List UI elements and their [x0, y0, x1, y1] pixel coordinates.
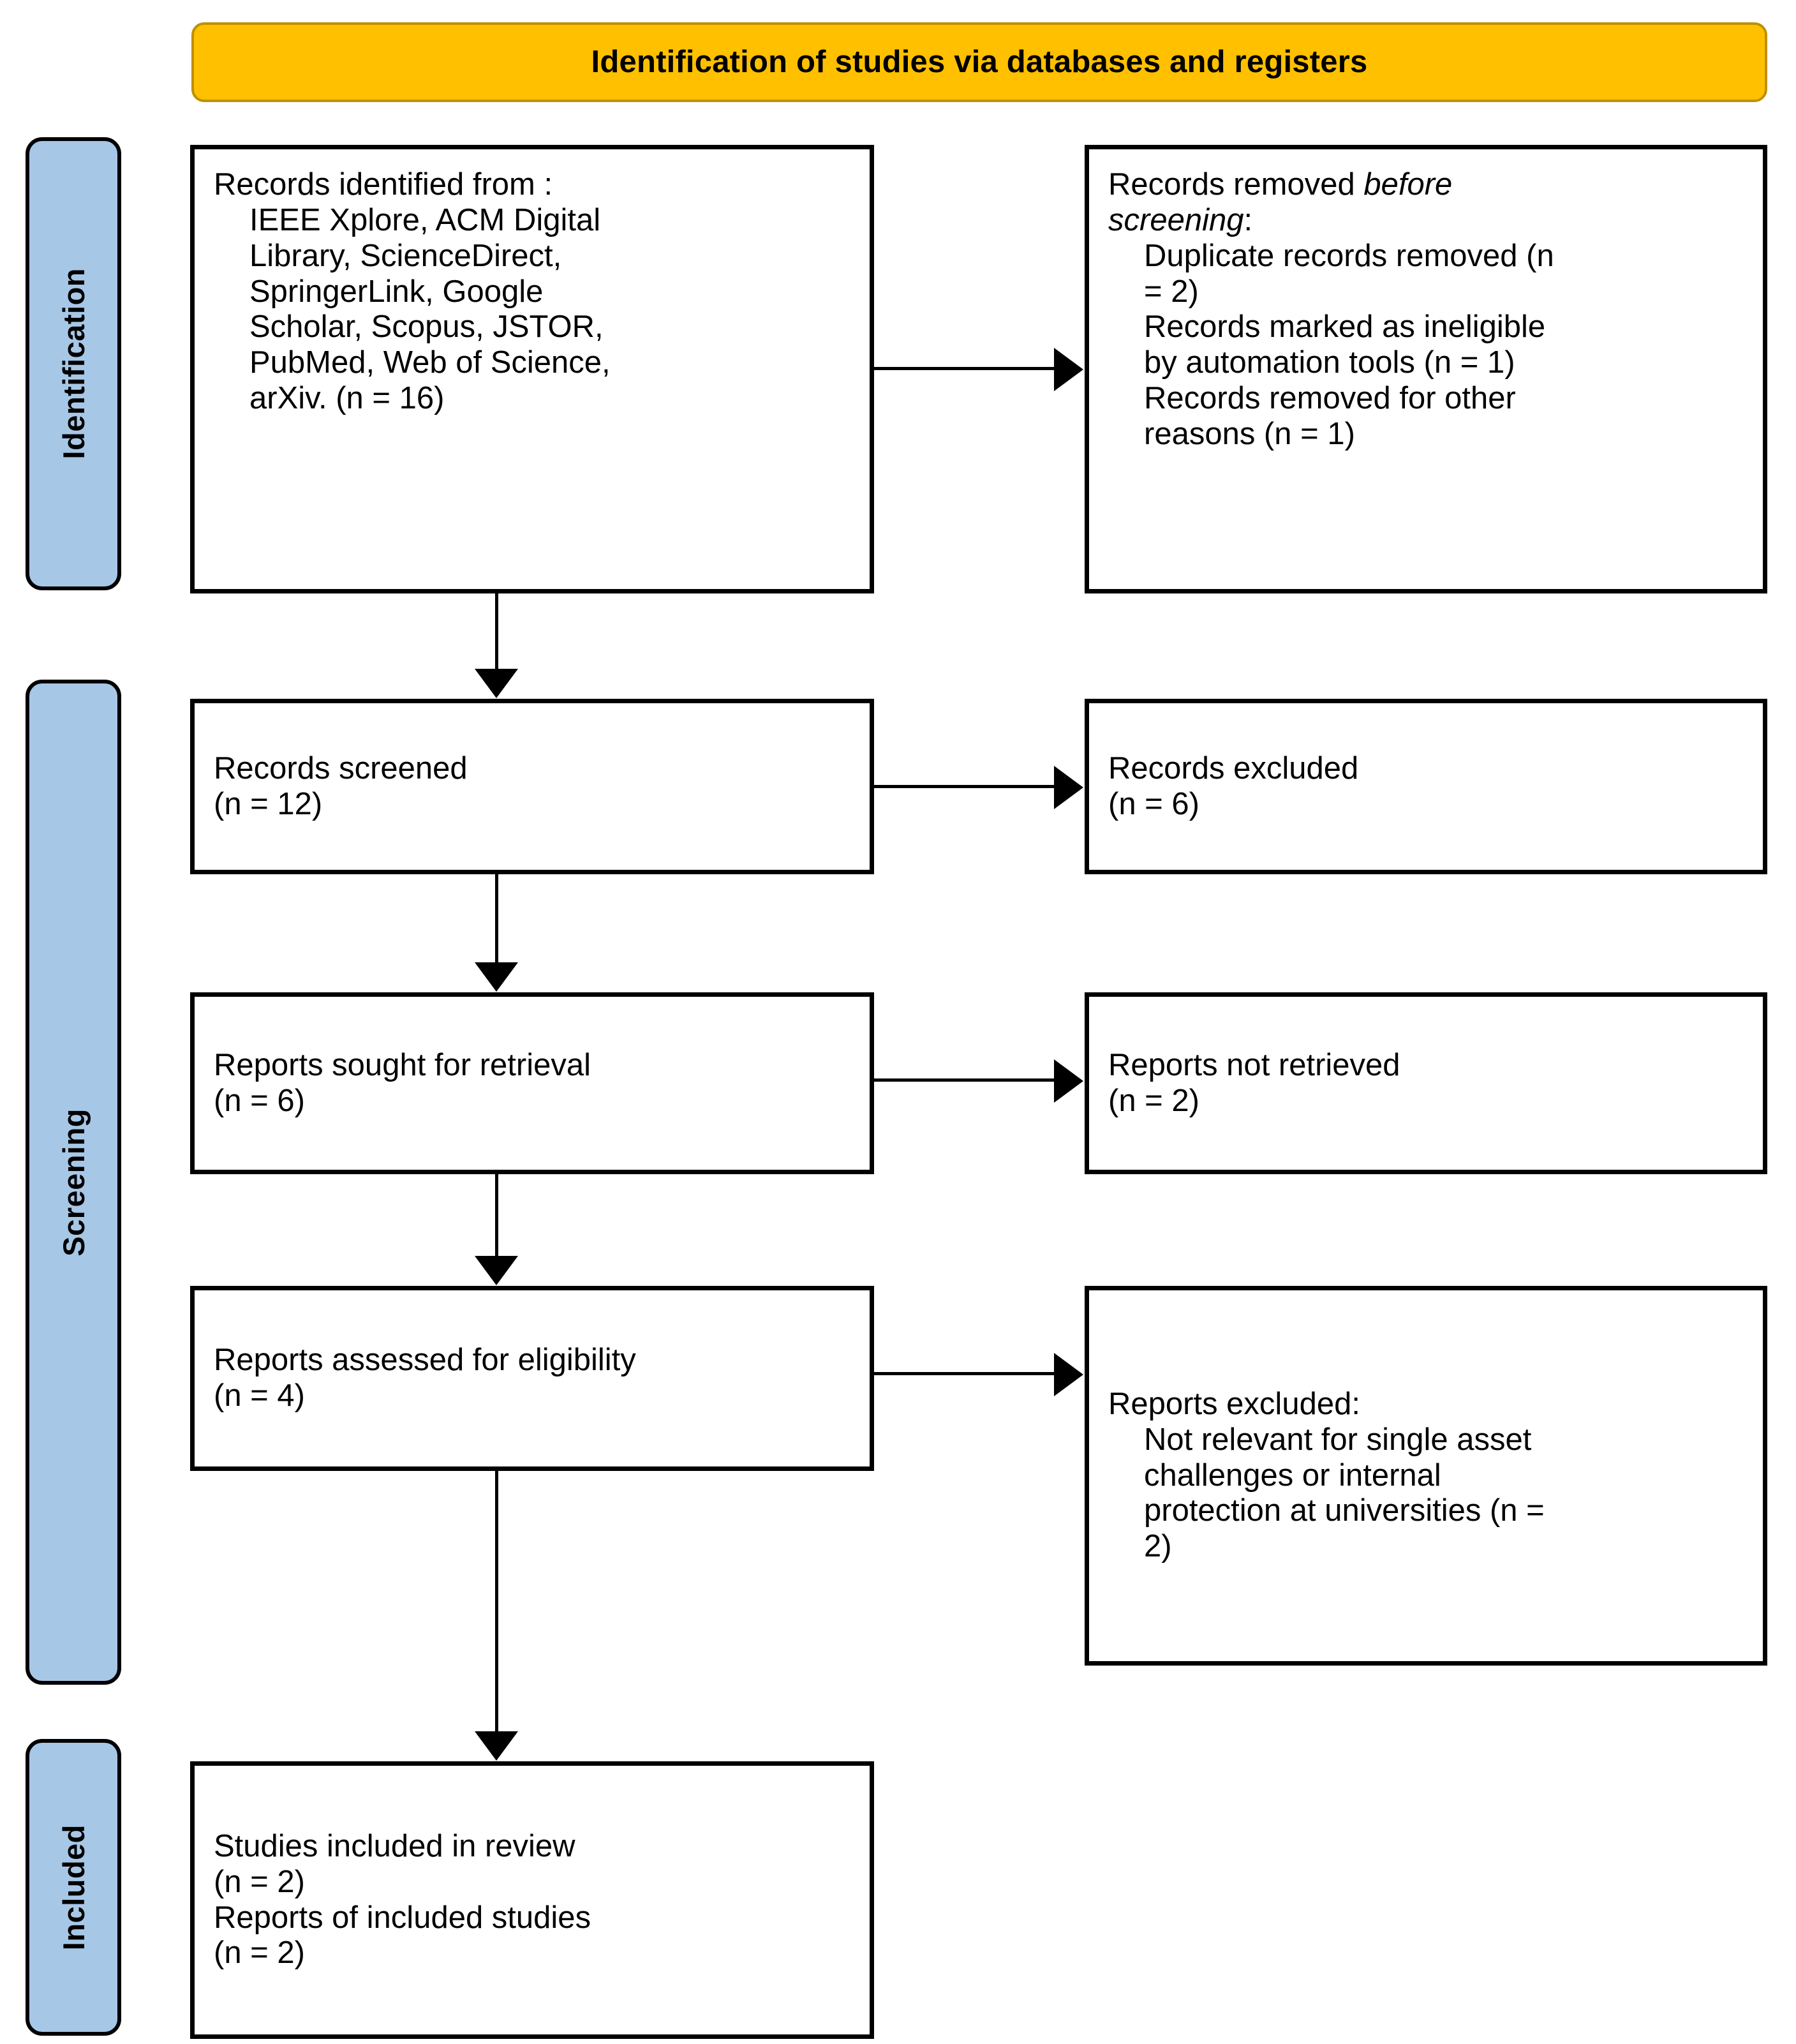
phase-label-identification: Identification — [56, 268, 91, 459]
records-removed-heading-text: Records removed — [1108, 167, 1364, 202]
phase-label-included: Included — [56, 1824, 91, 1951]
reports-excluded-reason-line-3: protection at universities (n = — [1144, 1493, 1545, 1528]
reports-excluded-heading: Reports excluded: — [1108, 1386, 1360, 1421]
reports-sought-label: Reports sought for retrieval — [214, 1047, 591, 1082]
arrow-identified-to-removed-line — [874, 367, 1055, 370]
reports-sought-count: (n = 6) — [214, 1083, 305, 1118]
arrow-screened-to-excluded-line — [874, 785, 1055, 788]
arrow-identified-to-screened-head-icon — [475, 669, 518, 698]
reports-excluded-reason-line-2: challenges or internal — [1144, 1458, 1441, 1493]
records-identified-line-3: Library, ScienceDirect, — [249, 238, 562, 273]
reports-not-retrieved-count: (n = 2) — [1108, 1083, 1199, 1118]
records-identified-line-7: arXiv. (n = 16) — [249, 381, 445, 416]
records-identified-line-5: Scholar, Scopus, JSTOR, — [249, 310, 604, 345]
records-removed-heading-italic-screening: screening — [1108, 202, 1244, 237]
records-removed-item-3b: reasons (n = 1) — [1144, 417, 1355, 452]
studies-included-label: Studies included in review — [214, 1828, 575, 1863]
phase-band-identification: Identification — [26, 137, 121, 590]
arrow-assessed-to-reports-excluded-line — [874, 1372, 1055, 1375]
records-removed-heading-line-1: Records removed before — [1108, 167, 1744, 203]
arrow-identified-to-removed-head-icon — [1054, 348, 1083, 391]
reports-excluded-reason-line-4: 2) — [1144, 1529, 1172, 1564]
records-identified-line-4: SpringerLink, Google — [249, 274, 544, 309]
records-excluded-label: Records excluded — [1108, 750, 1359, 786]
arrow-identified-to-screened-line — [495, 593, 498, 670]
arrow-screened-to-sought-line — [495, 874, 498, 964]
phase-label-screening: Screening — [56, 1108, 91, 1257]
records-removed-heading-italic-before: before — [1363, 167, 1453, 202]
records-removed-item-2b: by automation tools (n = 1) — [1144, 345, 1515, 380]
arrow-screened-to-excluded-head-icon — [1054, 766, 1083, 809]
records-identified-line-1: Records identified from : — [214, 167, 553, 202]
reports-included-count: (n = 2) — [214, 1936, 305, 1971]
records-removed-item-3a: Records removed for other — [1144, 381, 1516, 416]
records-screened-count: (n = 12) — [214, 786, 323, 821]
arrow-sought-to-assessed-head-icon — [475, 1256, 518, 1285]
phase-band-screening: Screening — [26, 680, 121, 1685]
box-reports-excluded-with-reasons: Reports excluded: Not relevant for singl… — [1085, 1286, 1767, 1666]
arrow-sought-to-assessed-line — [495, 1174, 498, 1257]
records-removed-item-1b: = 2) — [1144, 274, 1199, 309]
records-removed-heading-colon: : — [1243, 202, 1253, 237]
box-records-identified: Records identified from : IEEE Xplore, A… — [190, 145, 874, 593]
phase-band-included: Included — [26, 1739, 121, 2036]
records-removed-heading-line-2: screening: — [1108, 203, 1744, 239]
arrow-screened-to-sought-head-icon — [475, 962, 518, 992]
records-identified-line-6: PubMed, Web of Science, — [249, 345, 611, 380]
reports-not-retrieved-label: Reports not retrieved — [1108, 1047, 1400, 1082]
records-excluded-count: (n = 6) — [1108, 786, 1199, 821]
records-screened-label: Records screened — [214, 750, 468, 786]
arrow-assessed-to-included-head-icon — [475, 1731, 518, 1761]
box-reports-assessed-for-eligibility: Reports assessed for eligibility (n = 4) — [190, 1286, 874, 1471]
arrow-sought-to-not-retrieved-head-icon — [1054, 1059, 1083, 1103]
studies-included-count: (n = 2) — [214, 1864, 305, 1899]
records-removed-item-1a: Duplicate records removed (n — [1144, 238, 1554, 273]
box-records-screened: Records screened (n = 12) — [190, 699, 874, 874]
reports-assessed-label: Reports assessed for eligibility — [214, 1343, 636, 1378]
arrow-sought-to-not-retrieved-line — [874, 1078, 1055, 1082]
records-identified-line-2: IEEE Xplore, ACM Digital — [249, 202, 601, 237]
arrow-assessed-to-reports-excluded-head-icon — [1054, 1353, 1083, 1396]
diagram-header-banner: Identification of studies via databases … — [191, 22, 1767, 102]
page-title: Identification of studies via databases … — [591, 44, 1368, 79]
records-removed-item-2a: Records marked as ineligible — [1144, 310, 1546, 345]
arrow-assessed-to-included-line — [495, 1471, 498, 1733]
reports-assessed-count: (n = 4) — [214, 1378, 305, 1413]
reports-included-label: Reports of included studies — [214, 1900, 591, 1935]
box-records-excluded: Records excluded (n = 6) — [1085, 699, 1767, 874]
reports-excluded-reason-line-1: Not relevant for single asset — [1144, 1422, 1532, 1457]
box-records-removed-before-screening: Records removed before screening: Duplic… — [1085, 145, 1767, 593]
box-studies-included-in-review: Studies included in review (n = 2) Repor… — [190, 1761, 874, 2039]
box-reports-not-retrieved: Reports not retrieved (n = 2) — [1085, 992, 1767, 1174]
box-reports-sought-for-retrieval: Reports sought for retrieval (n = 6) — [190, 992, 874, 1174]
